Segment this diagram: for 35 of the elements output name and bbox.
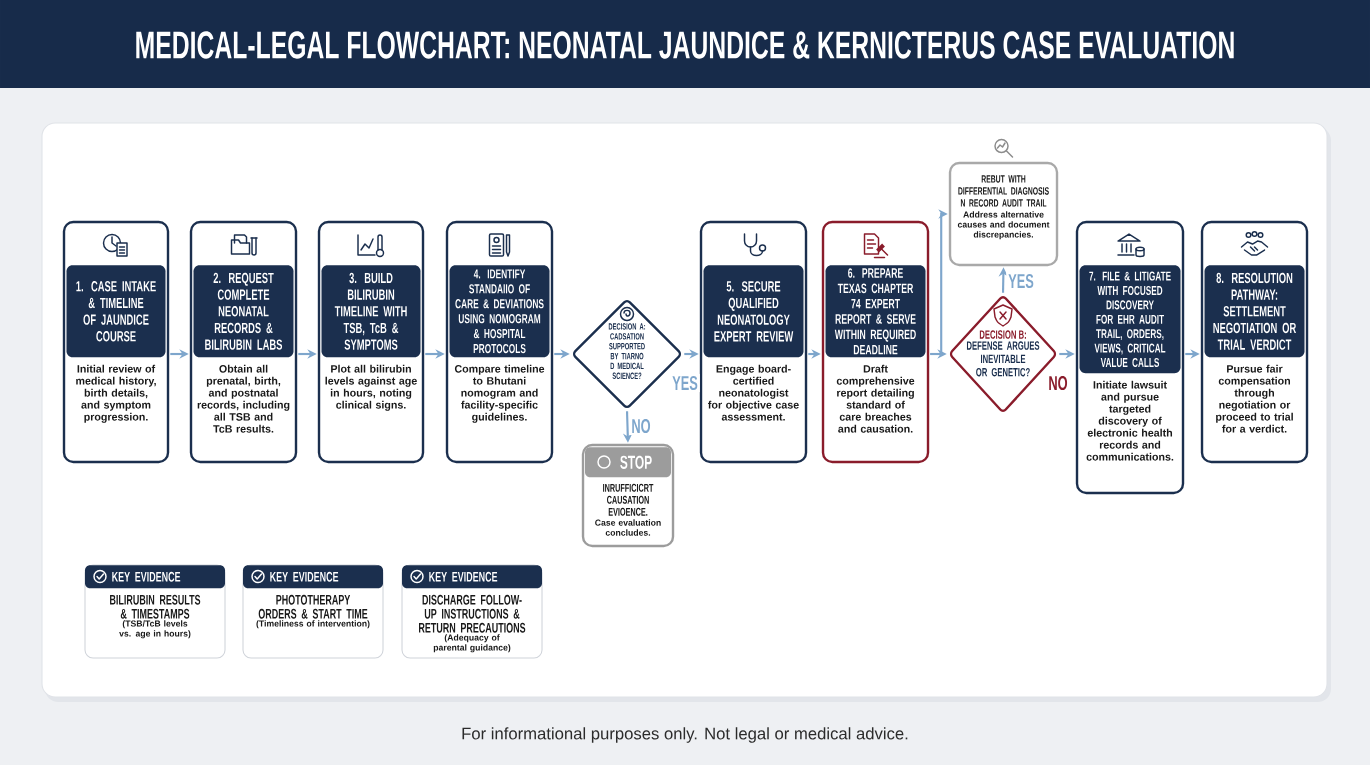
decision-text: DEFENSE ARGUES INEVITABLE OR GENETIC? xyxy=(966,341,1040,377)
evidence-title: BILIRUBIN RESULTS & TIMESTAMPS xyxy=(110,594,201,619)
evidence-title: DISCHARGE FOLLOW-UP INSTRUCTIONS & RETURN PRECAUTIONS xyxy=(419,594,526,633)
title-banner: MEDICAL-LEGAL FLOWCHART: NEONATAL JAUNDICE & KERNICTERUS CASE EVALUATION xyxy=(0,0,1370,88)
step-heading: 1. CASE INTAKE & TIMELINE OF JAUNDICE COURSE xyxy=(66,265,166,358)
evidence-note: (TSB/TcB levels vs. age in hours) xyxy=(119,620,191,639)
decision-text: DECISION A: CADSATION SUPPORTED BY TIARNO D MEDICAL SCIENCE? xyxy=(608,323,646,379)
step-description: Obtain all prenatal, birth, and postnatal records, including all TSB and TcB results. xyxy=(197,364,290,433)
step-heading: 8. RESOLUTION PATHWAY: SETTLEMENT NEGOTIATION OR TRIAL VERDICT xyxy=(1204,265,1305,358)
card-heading: KEY EVIDENCE xyxy=(402,565,542,589)
step-description: Plot all bilirubin levels against age in hours, noting clinical signs. xyxy=(325,364,417,411)
step-description: Engage board-certified neonatologist for objective case assessment. xyxy=(708,364,799,421)
decision-heading: DECISION B: xyxy=(979,330,1026,339)
step-description: Draft comprehensive report detailing standard of care breaches and causation. xyxy=(836,364,915,433)
step-heading: 5. SECURE QUALIFIED NEONATOLOGY EXPERT REVIEW xyxy=(703,265,804,358)
branch-heading: REBUT WITH DIFFERENTIAL DIAGNOSIS N RECORD AUDIT TRAIL xyxy=(958,175,1049,207)
step-description: Initial review of medical history, birth details, and symptom progression. xyxy=(76,364,156,423)
step-heading: 7. FILE & LITIGATE WITH FOCUSED DISCOVERY FOR EHR AUDIT TRAIL, ORDERS, VIEWS, CRITICAL VALUE CALLS xyxy=(1079,265,1181,374)
step-description: Initiate lawsuit and pursue targeted discovery of electronic health records and communications. xyxy=(1086,380,1174,461)
step-heading: 3. BUILD BILIRUBIN TIMELINE WITH TSB, TcB & SYMPTOMS xyxy=(321,265,421,358)
evidence-note: (Timeliness of intervention) xyxy=(256,620,370,629)
footer-text: For informational purposes only. Not legal or medical advice. xyxy=(462,727,908,743)
card-heading: KEY EVIDENCE xyxy=(243,565,383,589)
stop-note: Case evaluation concludes. xyxy=(595,519,661,536)
evidence-title: PHOTOTHERAPY ORDERS & START TIME xyxy=(258,594,368,619)
step-heading: 6. PREPARE TEXAS CHAPTER 74 EXPERT REPORT & SERVE WITHIN REQUIRED DEADLINE xyxy=(825,265,926,358)
evidence-note: (Adequacy of parental guidance) xyxy=(433,634,511,653)
branch-description: Address alternative causes and document discrepancies. xyxy=(957,211,1050,240)
step-heading: 2. REQUEST COMPLETE NEONATAL RECORDS & BILIRUBIN LABS xyxy=(193,265,294,358)
stop-text: INRUFFICICRT CAUSATION EVIOENCE. xyxy=(603,483,654,516)
step-heading: 4. IDENTIFY STANDAIIO OF CARE & DEVIATIONS USING NOMOGRAM & HOSPITAL PROTOCOLS xyxy=(449,265,550,358)
stop-heading: STOP xyxy=(585,447,671,478)
card-heading: KEY EVIDENCE xyxy=(85,565,225,589)
step-description: Compare timeline to Bhutani nomogram and facility-specific guidelines. xyxy=(454,364,545,423)
step-description: Pursue fair compensation through negotiation or proceed to trial for a verdict. xyxy=(1216,364,1293,433)
